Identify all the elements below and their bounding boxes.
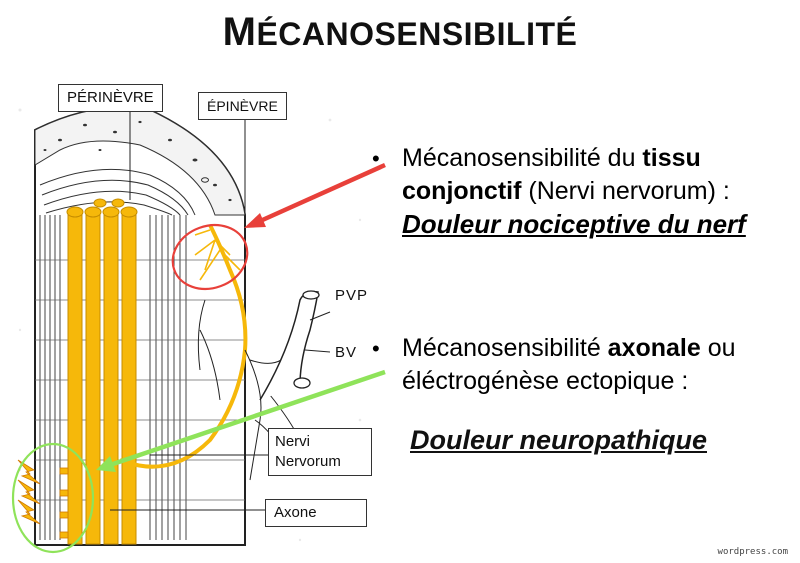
label-nervi-line2: Nervorum bbox=[275, 452, 365, 472]
red-arrow-line bbox=[258, 165, 385, 222]
label-nervi-nervorum: Nervi Nervorum bbox=[268, 428, 372, 476]
bullet-1-intro: Mécanosensibilité du bbox=[402, 144, 642, 172]
label-bv: BV bbox=[335, 344, 357, 361]
page-title: MÉCANOSENSIBILITÉ bbox=[0, 10, 800, 55]
label-perinevre: PÉRINÈVRE bbox=[58, 84, 163, 112]
bullet-2-text: Mécanosensibilité axonale ou éléctrogénè… bbox=[402, 332, 797, 398]
bullet-1-rest: (Nervi nervorum) : bbox=[521, 177, 729, 205]
red-arrow-head bbox=[244, 213, 266, 228]
bullet-2-intro: Mécanosensibilité bbox=[402, 334, 608, 362]
bullet-dot-2: • bbox=[372, 336, 380, 362]
bullet-dot-1: • bbox=[372, 146, 380, 172]
bullet-2-bold: axonale bbox=[608, 334, 701, 362]
title-rest: ÉCANOSENSIBILITÉ bbox=[256, 16, 577, 52]
bullet-1-text: Mécanosensibilité du tissu conjonctif (N… bbox=[402, 142, 797, 241]
bullet-1-conclusion: Douleur nociceptive du nerf bbox=[402, 208, 797, 241]
label-pvp: PVP bbox=[335, 287, 368, 304]
label-axone: Axone bbox=[265, 499, 367, 527]
watermark: wordpress.com bbox=[718, 547, 788, 557]
bullet-2-conclusion: Douleur neuropathique bbox=[410, 425, 707, 456]
label-nervi-line1: Nervi bbox=[275, 432, 365, 452]
blood-vessel bbox=[260, 291, 330, 400]
label-epinevre: ÉPINÈVRE bbox=[198, 92, 287, 120]
title-initial: M bbox=[223, 10, 257, 54]
